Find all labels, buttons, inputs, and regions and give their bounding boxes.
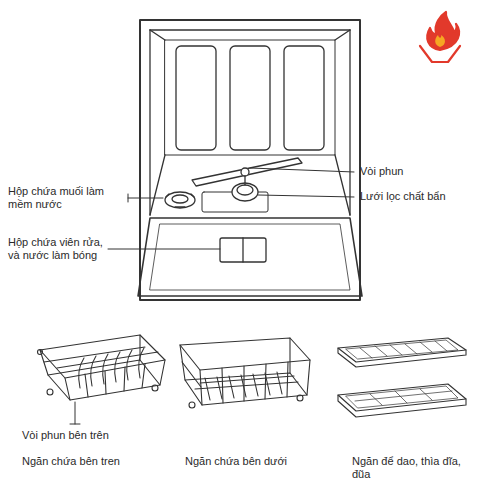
part-label: Ngăn để dao, thìa dĩa, đũa	[352, 455, 470, 481]
part-label: Hộp chứa muối làm mềm nước	[8, 185, 120, 211]
lower-rack	[180, 338, 310, 408]
flame-icon	[420, 12, 460, 62]
leader-lines	[70, 168, 354, 424]
label-slot: Vòi phun bên trên	[22, 429, 152, 442]
label-slot: Ngăn chứa bên dưới	[185, 455, 325, 468]
label-slot: Vòi phun	[360, 165, 480, 178]
cabinet	[140, 20, 360, 300]
upper-rack	[38, 335, 166, 400]
label-slot: Ngăn để dao, thìa dĩa, đũa	[352, 455, 470, 481]
part-label: Ngăn chứa bên dưới	[185, 455, 325, 468]
label-slot: Hộp chứa viên rửa, và nước làm bóng	[8, 236, 104, 262]
label-slot: Hộp chứa muối làm mềm nước	[8, 185, 120, 211]
part-label: Vòi phun bên trên	[22, 429, 152, 442]
part-label: Hộp chứa viên rửa, và nước làm bóng	[8, 236, 104, 262]
label-slot: Lưới lọc chất bẩn	[360, 190, 490, 203]
tub-floor	[165, 158, 302, 212]
cutlery-trays	[338, 338, 466, 417]
label-slot: Ngăn chứa bên tren	[22, 455, 162, 468]
open-door	[138, 218, 362, 296]
part-label: Lưới lọc chất bẩn	[360, 190, 490, 203]
part-label: Ngăn chứa bên tren	[22, 455, 162, 468]
part-label: Vòi phun	[360, 165, 480, 178]
